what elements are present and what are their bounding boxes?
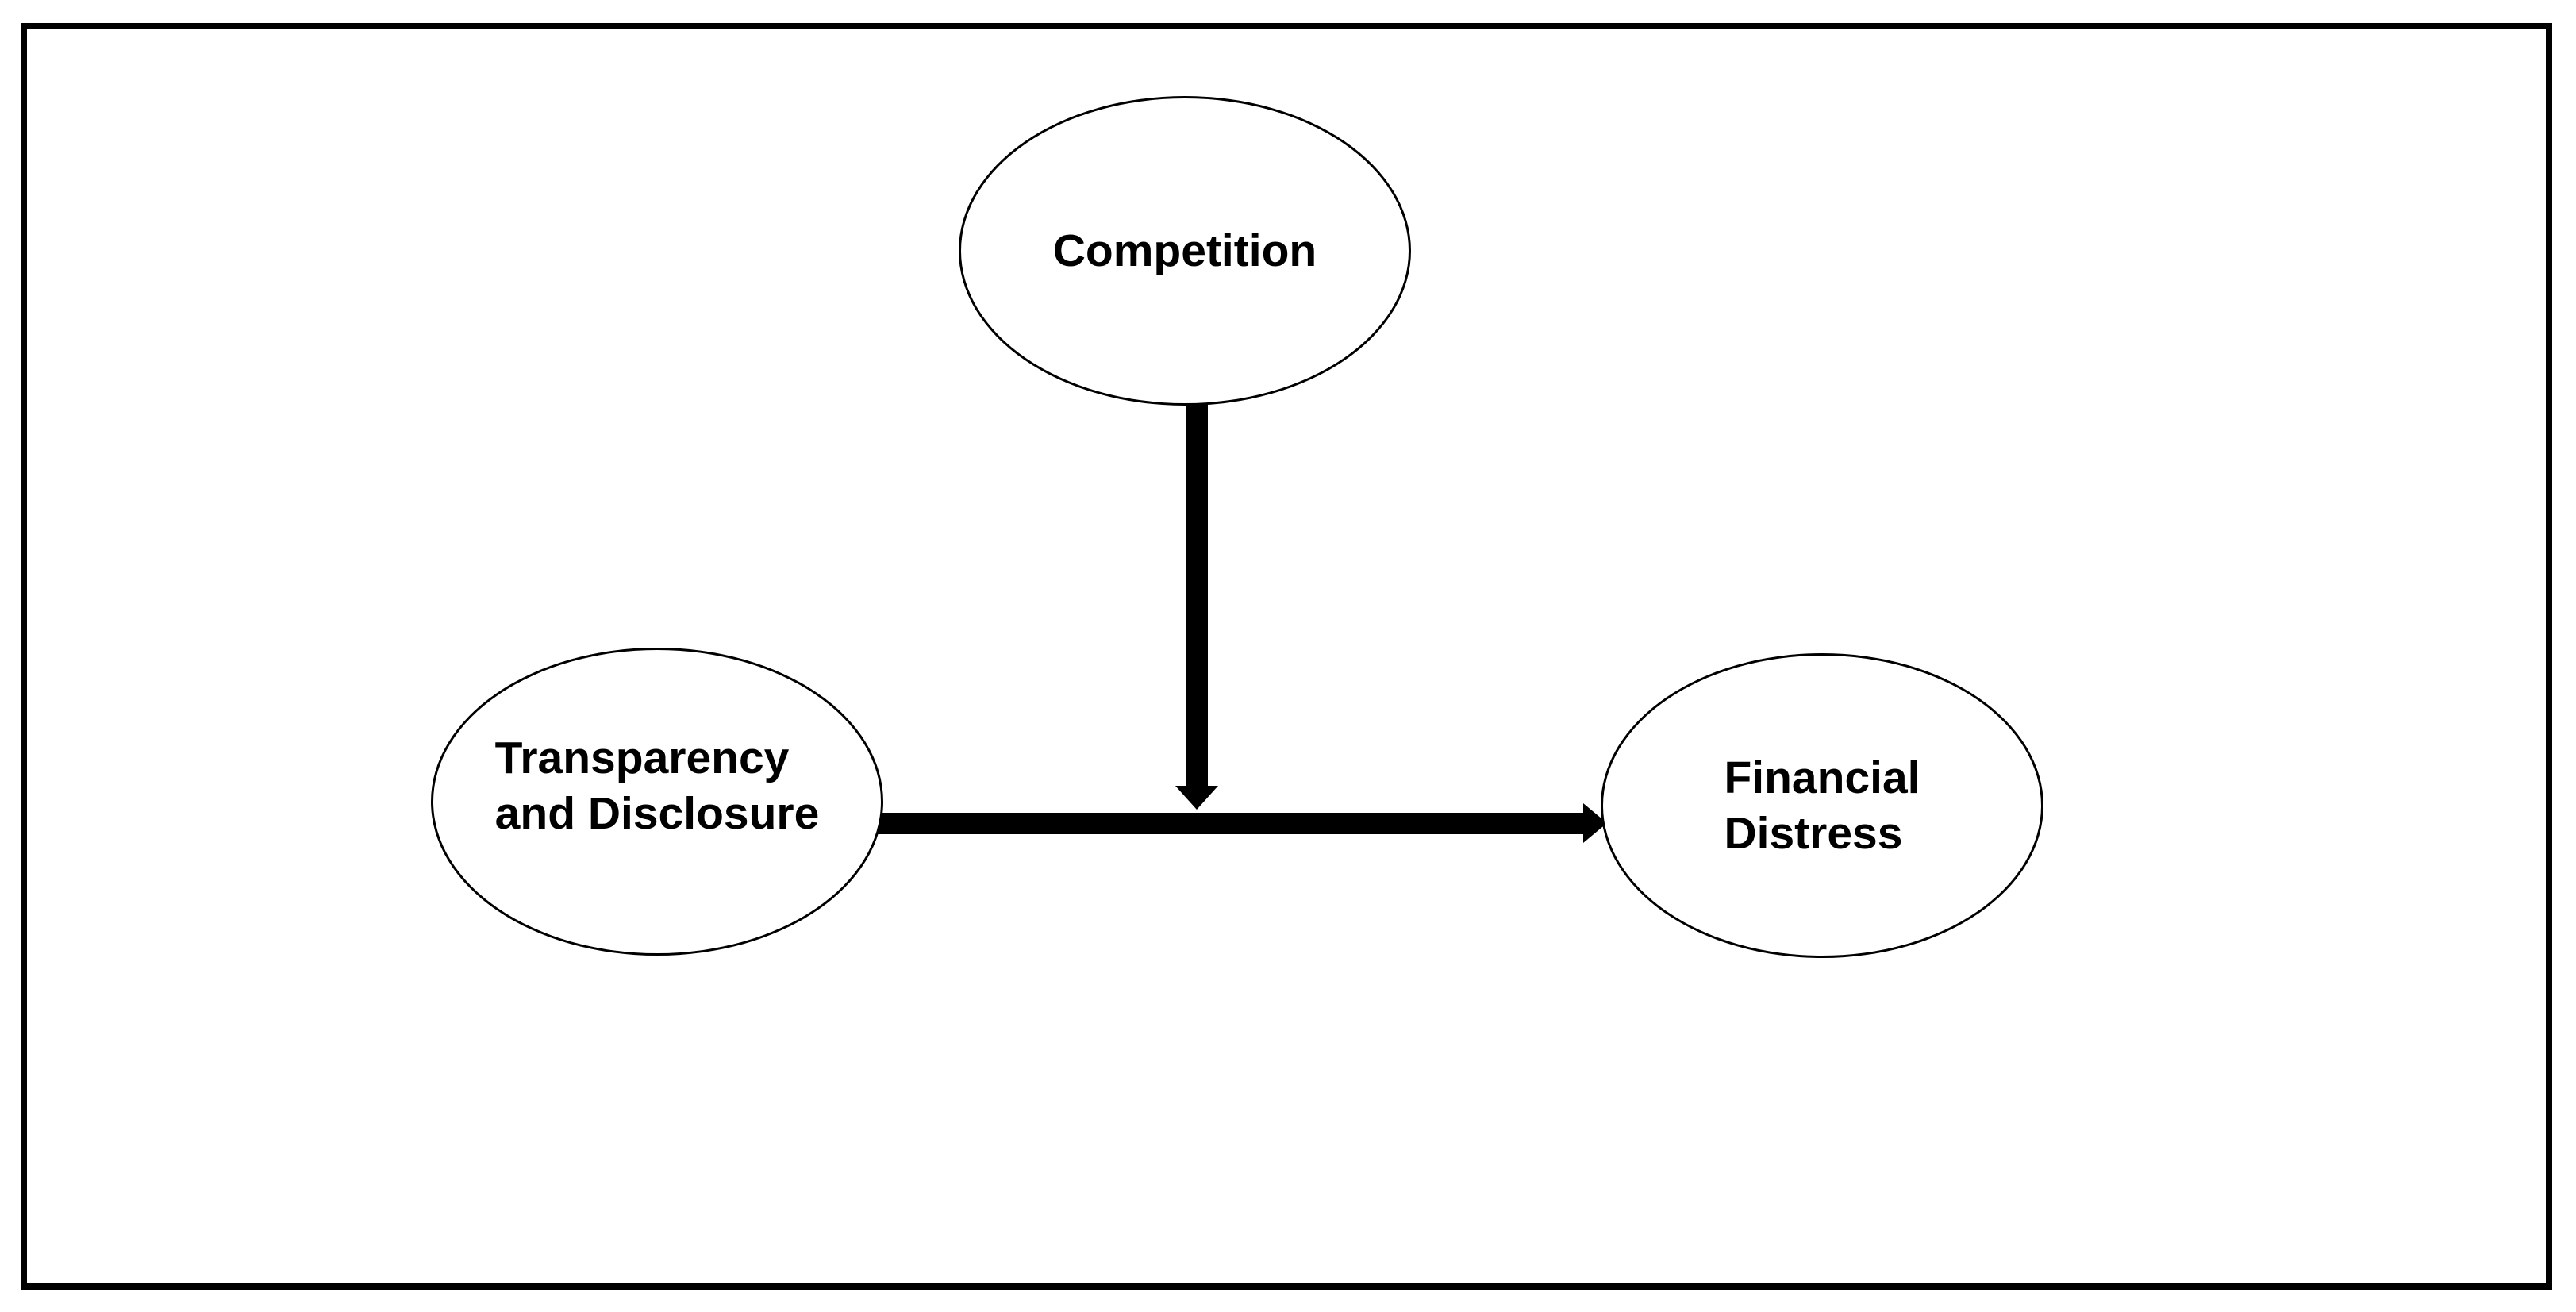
- label-line: Financial: [1724, 752, 1920, 803]
- node-financial-distress-label: Financial Distress: [1724, 750, 1920, 861]
- node-financial-distress: Financial Distress: [1601, 653, 2043, 958]
- node-transparency-and-disclosure-label: Transparency and Disclosure: [495, 730, 820, 841]
- node-competition-label: Competition: [1053, 223, 1317, 279]
- node-transparency-and-disclosure: Transparency and Disclosure: [431, 648, 883, 956]
- label-line: and Disclosure: [494, 788, 820, 839]
- moderation-arrow-head-down-icon: [1175, 786, 1218, 810]
- node-competition: Competition: [959, 96, 1411, 406]
- label-line: Transparency: [494, 733, 790, 783]
- label-line: Competition: [1052, 225, 1317, 276]
- label-line: Distress: [1724, 808, 1903, 859]
- effect-arrow-shaft: [869, 813, 1583, 834]
- moderation-arrow-shaft: [1186, 397, 1208, 786]
